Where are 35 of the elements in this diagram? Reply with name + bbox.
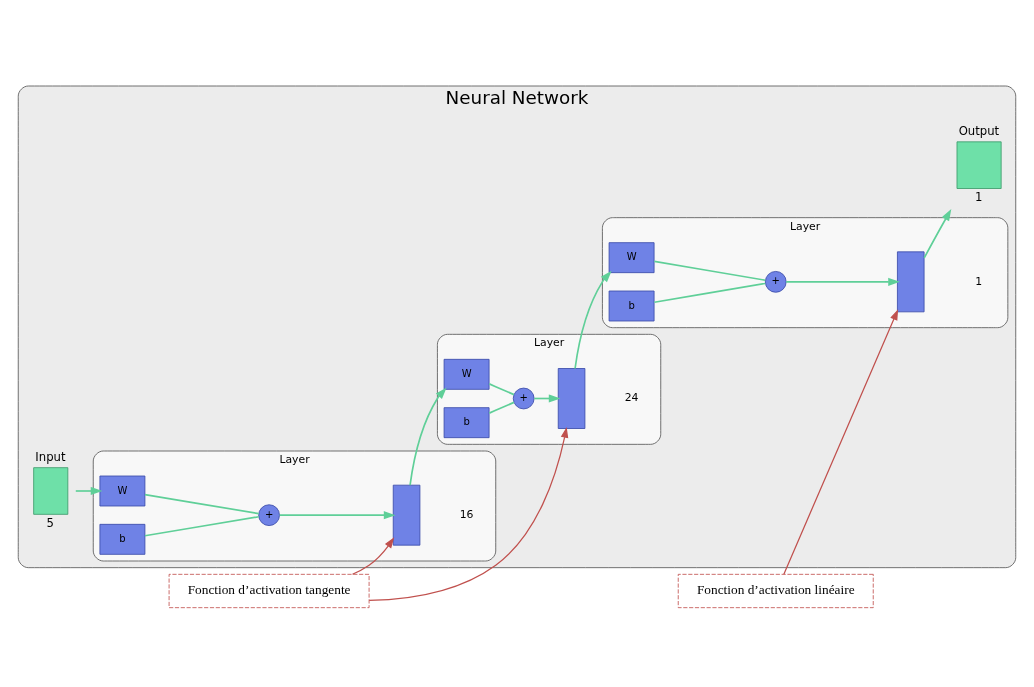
node-box (557, 368, 586, 429)
node-box: b (443, 407, 490, 439)
node-box: b (608, 290, 655, 322)
connector (144, 515, 260, 537)
node-label: 1 (974, 190, 983, 205)
node-circle: + (258, 504, 280, 526)
arrow (368, 426, 569, 602)
node-box: Fonction d’activation linéaire (677, 573, 874, 609)
node-label: Input (35, 450, 66, 465)
node-label: 16 (459, 508, 474, 521)
arrow (574, 270, 612, 370)
node-circle: + (764, 271, 787, 293)
node-box (392, 484, 421, 546)
arrow (923, 209, 952, 259)
node-label: Output (958, 124, 1000, 139)
node-label: 1 (975, 274, 983, 288)
node-box: W (443, 358, 490, 390)
node-box (897, 251, 925, 313)
node-box: b (99, 523, 146, 555)
arrow (278, 511, 396, 520)
connector (653, 260, 767, 282)
node-label: 5 (46, 516, 55, 530)
connector (144, 493, 260, 515)
connector (488, 383, 515, 396)
arrow (409, 387, 447, 486)
node-box: W (608, 242, 655, 274)
arrow (74, 486, 103, 496)
node-circle: + (512, 387, 535, 410)
connector (488, 401, 515, 414)
node-label: 24 (624, 391, 639, 405)
node-box: W (99, 475, 146, 507)
arrow (783, 309, 899, 575)
node-box: Fonction d’activation tangente (168, 573, 370, 609)
connector (653, 282, 767, 304)
arrow (785, 277, 900, 286)
